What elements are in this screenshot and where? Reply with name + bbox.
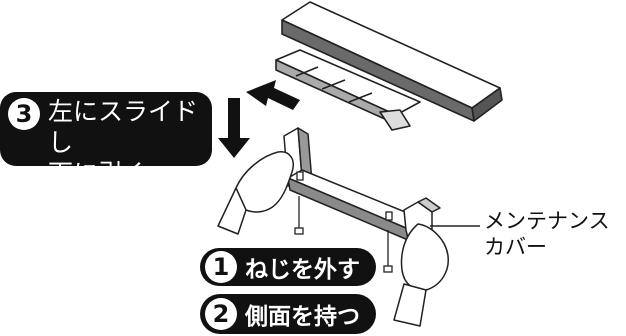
screws (294, 171, 393, 273)
step-2-number: 2 (205, 298, 237, 330)
left-hand (235, 151, 294, 213)
right-hand (400, 223, 449, 292)
left-sleeve (217, 187, 247, 235)
step-3-text: 左にスライドし 下に引く (48, 96, 212, 189)
arrow-up-left (246, 80, 300, 110)
step-3-line-1: 左にスライドし (48, 97, 199, 157)
step-1-number: 1 (205, 251, 237, 283)
slide-arrows (218, 80, 300, 158)
hands (217, 151, 449, 327)
right-sleeve (393, 283, 427, 327)
screw-left (294, 227, 304, 235)
callout-line-2: カバー (484, 235, 547, 259)
step-3-number: 3 (8, 98, 40, 130)
maintenance-cover-label: メンテナンス カバー (484, 208, 610, 260)
callout-line-1: メンテナンス (484, 209, 610, 233)
step-1-text: ねじを外す (245, 257, 360, 283)
upper-unit (275, 1, 503, 131)
step-2-text: 側面を持つ (245, 304, 360, 330)
step-3-line-2: 下に引く (48, 159, 149, 188)
step-1-badge: 1 ねじを外す (200, 248, 376, 286)
arrow-down (218, 98, 250, 158)
step-2-badge: 2 側面を持つ (200, 294, 376, 334)
screw-right (383, 265, 393, 273)
step-3-badge: 3 左にスライドし 下に引く (0, 92, 212, 188)
